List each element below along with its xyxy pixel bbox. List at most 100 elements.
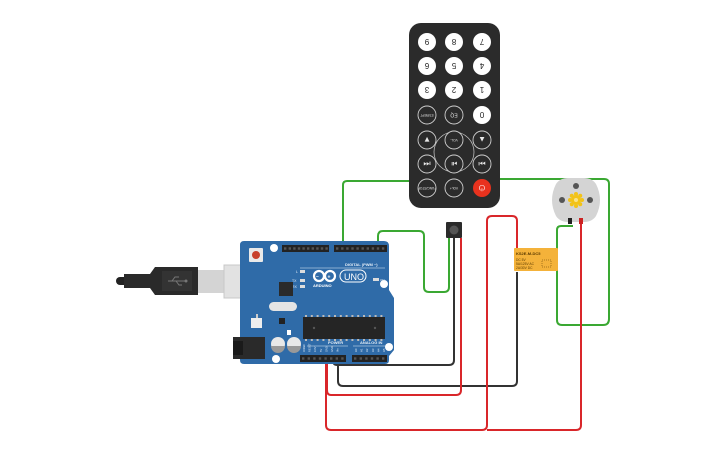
header-pin[interactable] xyxy=(297,247,301,250)
led-l-label: L xyxy=(296,270,298,274)
power-pin-label: RESET xyxy=(308,343,312,352)
gear-icon xyxy=(568,192,584,208)
chip-pin xyxy=(339,339,342,341)
power-pin-label: GND xyxy=(330,346,334,352)
header-pin[interactable] xyxy=(361,247,364,250)
header-pin[interactable] xyxy=(359,357,362,360)
remote-button[interactable]: VOL+ xyxy=(444,178,464,198)
remote-button[interactable]: 9 xyxy=(418,33,436,51)
wire-red-relay[interactable] xyxy=(325,215,518,431)
remote-button[interactable]: 1 xyxy=(473,81,491,99)
remote-button-label: 3 xyxy=(424,85,429,94)
header-pin[interactable] xyxy=(324,357,327,360)
remote-button[interactable]: 5 xyxy=(445,57,463,75)
header-pin[interactable] xyxy=(311,247,314,250)
header-pin[interactable] xyxy=(351,247,354,250)
dc-motor[interactable] xyxy=(552,178,600,224)
header-pin[interactable] xyxy=(366,247,369,250)
chip-pin xyxy=(351,315,354,317)
chip-pin xyxy=(357,339,360,341)
header-pin[interactable] xyxy=(341,357,344,360)
remote-button[interactable]: 6 xyxy=(418,57,436,75)
led-on xyxy=(373,278,379,281)
arduino-uno[interactable]: DIGITAL (PWM ~) L TX RX ON − + ARDUINO U… xyxy=(233,241,394,364)
remote-button-label: ST/REPT xyxy=(420,113,434,117)
ir-receiver[interactable] xyxy=(446,222,462,238)
remote-button[interactable]: FUNC/STOP xyxy=(417,178,437,198)
wire-red-ir-vcc[interactable] xyxy=(326,238,462,396)
header-pin[interactable] xyxy=(336,247,339,250)
chip-pin xyxy=(380,315,383,317)
remote-button[interactable]: 8 xyxy=(445,33,463,51)
remote-button[interactable]: ST/REPT xyxy=(417,105,437,125)
header-pin[interactable] xyxy=(376,357,379,360)
header-pin[interactable] xyxy=(356,247,359,250)
wire-green-signal-a[interactable] xyxy=(342,180,410,248)
header-pin[interactable] xyxy=(371,247,375,250)
reset-button-cap[interactable] xyxy=(252,251,260,259)
header-pin[interactable] xyxy=(318,357,322,360)
header-pin[interactable] xyxy=(325,247,328,250)
remote-button[interactable]: ▲ xyxy=(472,130,492,150)
header-pin[interactable] xyxy=(365,357,368,360)
header-pin[interactable] xyxy=(307,357,310,360)
remote-button[interactable]: ▼ xyxy=(417,130,437,150)
header-pin[interactable] xyxy=(346,247,349,250)
remote-button[interactable]: ⏻ xyxy=(473,179,491,197)
header-pin[interactable] xyxy=(284,247,287,250)
wire-black-relay-gnd[interactable] xyxy=(337,272,518,387)
arduino-logo-minus: − xyxy=(316,274,319,280)
header-pin[interactable] xyxy=(370,357,374,360)
digital-label: DIGITAL (PWM ~) xyxy=(345,262,378,267)
chip-pin xyxy=(310,339,313,341)
header-pin[interactable] xyxy=(376,247,380,250)
remote-button[interactable]: VOL- xyxy=(444,130,464,150)
ir-remote[interactable]: 7 8 9 4 56 12 3 0 EQ ST/REPT ▲ VOL- ▼ ⏭ ⏯ ⏮ ⏻ VOL+ FUNC/ST… xyxy=(409,23,500,208)
header-pin[interactable] xyxy=(335,357,338,360)
remote-button[interactable]: EQ xyxy=(444,105,464,125)
header-pin[interactable] xyxy=(293,247,296,250)
header-pin[interactable] xyxy=(330,357,333,360)
header-pin[interactable] xyxy=(288,247,291,250)
chip-pin xyxy=(363,339,365,341)
header-pin[interactable] xyxy=(381,247,385,250)
motor-terminal-black xyxy=(568,218,572,224)
capacitor-mark xyxy=(287,346,301,353)
relay[interactable]: KS2E-M-DC5 DC 5V 5A/125V AC 2A/30V DC xyxy=(514,248,558,271)
remote-button[interactable]: 3 xyxy=(418,81,436,99)
header-pin[interactable] xyxy=(316,247,319,250)
header-pin[interactable] xyxy=(382,357,385,360)
remote-button-label: 4 xyxy=(479,61,484,70)
header-pin[interactable] xyxy=(320,247,324,250)
analog-pin-label: A1 xyxy=(360,348,364,352)
wire-green-ir[interactable] xyxy=(377,230,450,293)
remote-button[interactable]: ⏮ xyxy=(417,154,437,174)
remote-button[interactable]: 0 xyxy=(473,106,491,124)
remote-button-label: ▼ xyxy=(423,135,431,144)
header-pin[interactable] xyxy=(354,357,357,360)
remote-button-label: 7 xyxy=(479,37,484,46)
header-pin[interactable] xyxy=(302,357,305,360)
chip-pin xyxy=(357,315,360,317)
chip-pin xyxy=(322,339,325,341)
remote-button[interactable]: 2 xyxy=(445,81,463,99)
remote-button[interactable]: ⏯ xyxy=(444,154,464,174)
arduino-logo-icon xyxy=(312,269,337,283)
voltage-regulator xyxy=(251,318,262,328)
remote-button[interactable]: 4 xyxy=(473,57,491,75)
remote-button[interactable]: ⏭ xyxy=(472,154,492,174)
header-pin[interactable] xyxy=(302,247,305,250)
wire-red-motor[interactable] xyxy=(487,218,582,431)
regulator-tab xyxy=(256,314,258,318)
usb-cable[interactable] xyxy=(116,264,257,299)
uno-text: UNO xyxy=(344,272,364,282)
chip-pin xyxy=(328,315,331,317)
wire-green-remote-right[interactable] xyxy=(500,178,610,326)
atmega-dot xyxy=(312,326,316,330)
header-pin[interactable] xyxy=(307,247,310,250)
header-pin[interactable] xyxy=(341,247,344,250)
remote-button-label: 9 xyxy=(424,37,429,46)
header-pin[interactable] xyxy=(313,357,316,360)
remote-button[interactable]: 7 xyxy=(473,33,491,51)
chip-pin xyxy=(351,339,354,341)
